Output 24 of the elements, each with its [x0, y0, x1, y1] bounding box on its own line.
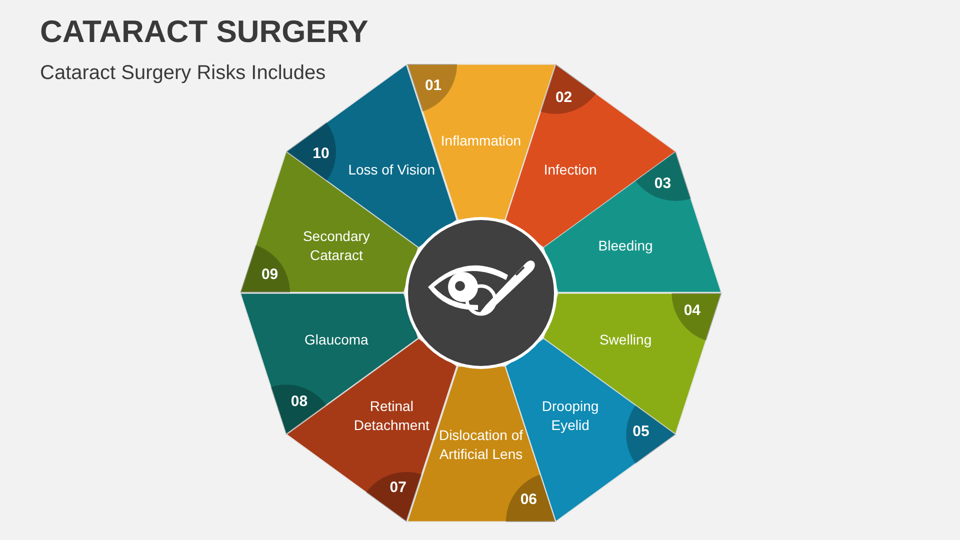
segment-label: Glaucoma [304, 330, 370, 350]
number-label: 08 [290, 393, 309, 412]
number-label: 09 [260, 266, 280, 284]
segment-label: Dislocation of Artificial Lens [438, 426, 524, 464]
segment-label: Infection [542, 160, 598, 180]
segment-label: Bleeding [597, 236, 654, 256]
number-label: 05 [632, 423, 650, 442]
title: CATARACT SURGERY [40, 14, 368, 50]
segment-label: Loss of Vision [347, 160, 436, 180]
wedge-segment [543, 151, 722, 293]
segment-label: Inflammation [440, 131, 522, 150]
segment-label: Retinal Detachment [352, 396, 430, 435]
number-label: 03 [653, 174, 672, 193]
number-label: 06 [519, 490, 538, 509]
segment-label: Swelling [598, 330, 653, 350]
wedge-segment [543, 293, 722, 435]
segment-label: Secondary Cataract [302, 227, 371, 266]
number-label: 01 [424, 77, 443, 96]
subtitle: Cataract Surgery Risks Includes [40, 62, 326, 85]
number-label: 04 [682, 302, 702, 320]
number-label: 10 [312, 144, 330, 163]
number-label: 02 [554, 88, 574, 107]
segment-label: Drooping Eyelid [540, 396, 600, 435]
number-label: 07 [388, 479, 408, 498]
